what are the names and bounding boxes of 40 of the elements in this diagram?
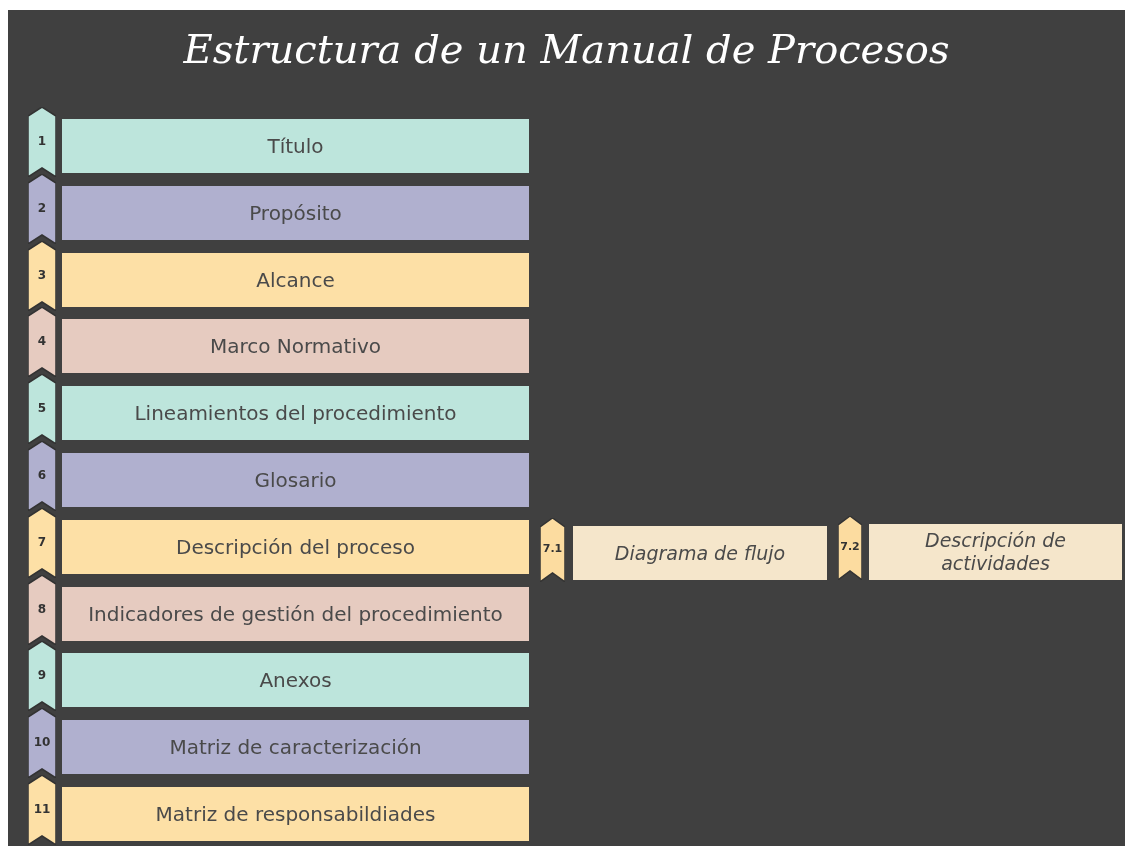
step-number: 1 bbox=[36, 134, 48, 148]
section-title: Descripción de actividades bbox=[924, 529, 1067, 575]
section-bar bbox=[62, 453, 529, 507]
step-number: 10 bbox=[32, 735, 52, 750]
step-number: 6 bbox=[36, 468, 48, 482]
section-title: Glosario bbox=[254, 468, 337, 492]
section-bar bbox=[62, 185, 529, 240]
section-bar bbox=[62, 653, 529, 708]
step-number: 5 bbox=[36, 401, 48, 416]
section-bar bbox=[62, 720, 529, 775]
section-title: Marco Normativo bbox=[209, 334, 382, 359]
section-title: Alcance bbox=[256, 267, 335, 292]
section-bar bbox=[62, 787, 529, 841]
step-number: 11 bbox=[32, 802, 52, 816]
step-number: 2 bbox=[36, 200, 48, 215]
section-bar bbox=[573, 526, 827, 580]
title: Estructura de un Manual de Procesos bbox=[182, 26, 951, 72]
step-number: 7.2 bbox=[839, 540, 861, 553]
section-title: Anexos bbox=[259, 668, 332, 693]
section-bar bbox=[869, 524, 1122, 580]
step-number: 7 bbox=[36, 534, 48, 549]
section-title: Título bbox=[267, 134, 324, 158]
step-number: 4 bbox=[36, 334, 48, 349]
step-number: 9 bbox=[36, 668, 48, 683]
section-title: Diagrama de flujo bbox=[614, 541, 786, 565]
step-number: 7.1 bbox=[541, 542, 564, 555]
section-title: Propósito bbox=[249, 200, 342, 225]
section-bar bbox=[62, 319, 529, 374]
section-title: Matriz de responsabildiades bbox=[155, 802, 436, 826]
section-title: Lineamientos del procedimiento bbox=[134, 401, 457, 426]
section-bar bbox=[62, 586, 529, 641]
section-bar bbox=[62, 252, 529, 307]
step-number: 3 bbox=[36, 267, 48, 282]
step-number: 8 bbox=[36, 601, 48, 616]
section-title: Descripción del proceso bbox=[176, 534, 415, 559]
section-bar bbox=[62, 386, 529, 441]
section-bar bbox=[62, 519, 529, 574]
section-title: Matriz de caracterización bbox=[169, 735, 422, 760]
section-bar bbox=[62, 119, 529, 173]
section-title: Indicadores de gestión del procedimiento bbox=[88, 601, 503, 626]
